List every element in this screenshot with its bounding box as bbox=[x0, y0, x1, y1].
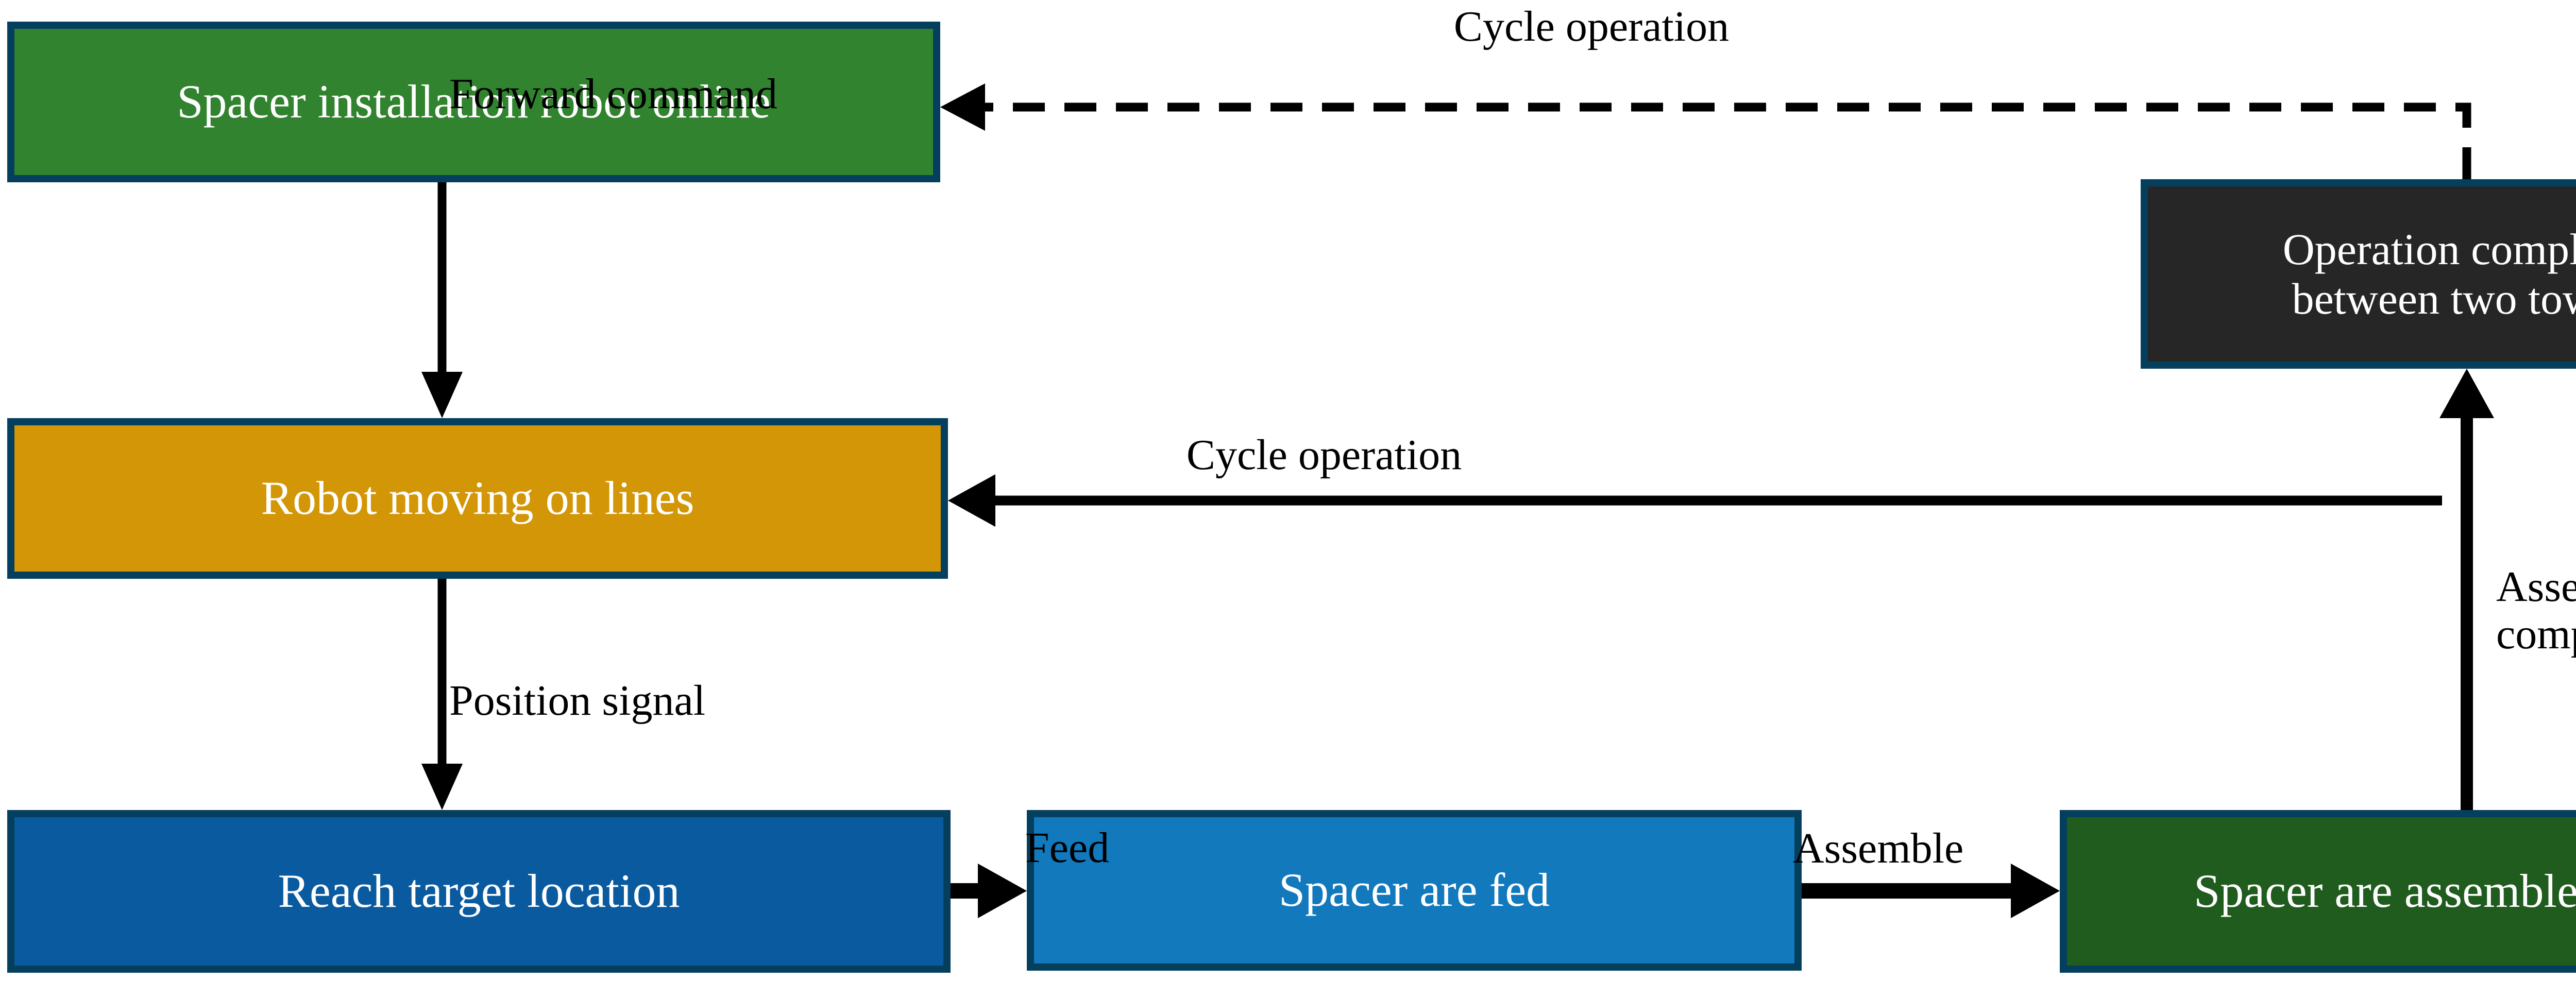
edge-feed bbox=[951, 864, 1027, 918]
node-label-robot-moving-on-lines: Robot moving on lines bbox=[261, 472, 694, 525]
node-label-spacer-installation-robot-online: Spacer installation robot online bbox=[177, 75, 771, 128]
edge-label-assemble: Assemble bbox=[1793, 824, 1964, 872]
node-robot-moving-on-lines[interactable]: Robot moving on lines bbox=[7, 418, 948, 579]
node-label-spacer-are-assembled: Spacer are assembled bbox=[2194, 865, 2576, 918]
node-label-reach-target-location: Reach target location bbox=[278, 865, 680, 918]
edge-label-assembly-completed: Assembly completed bbox=[2496, 563, 2576, 659]
edge-label-position-signal: Position signal bbox=[449, 677, 706, 725]
node-spacer-are-fed[interactable]: Spacer are fed bbox=[1027, 810, 1802, 971]
node-operation-completed-between-two-towers[interactable]: Operation completed between two towers bbox=[2141, 179, 2576, 369]
edge-cycle-operation-top bbox=[940, 83, 2471, 179]
node-spacer-installation-robot-online[interactable]: Spacer installation robot online bbox=[7, 22, 940, 182]
edge-label-forward-command: Forward command bbox=[449, 70, 777, 118]
edge-forward-command bbox=[421, 182, 463, 418]
node-label-spacer-are-fed: Spacer are fed bbox=[1278, 864, 1550, 917]
edge-label-cycle-operation-top: Cycle operation bbox=[1453, 3, 1730, 50]
edge-assembly-completed bbox=[2439, 369, 2494, 810]
edge-label-feed: Feed bbox=[1025, 824, 1110, 872]
edge-label-cycle-operation-middle: Cycle operation bbox=[1186, 431, 1462, 479]
node-reach-target-location[interactable]: Reach target location bbox=[7, 810, 951, 973]
node-label-operation-completed-between-two-towers: Operation completed between two towers bbox=[2282, 224, 2576, 323]
edge-cycle-operation-middle bbox=[948, 474, 2442, 527]
node-spacer-are-assembled[interactable]: Spacer are assembled bbox=[2060, 810, 2576, 973]
